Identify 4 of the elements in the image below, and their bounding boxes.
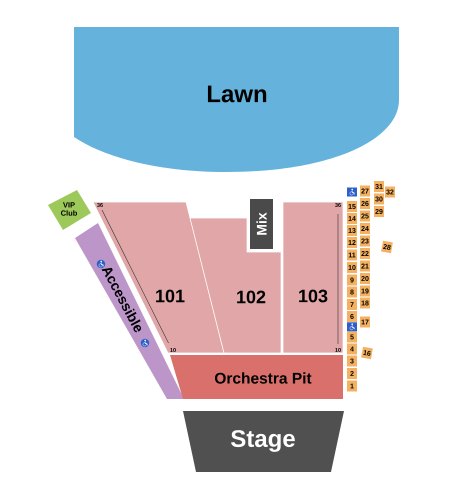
mix-booth: Mix — [250, 199, 273, 249]
orchestra-pit: Orchestra Pit — [170, 355, 343, 399]
lawn-area: Lawn — [74, 27, 399, 172]
stage: Stage — [183, 411, 344, 472]
